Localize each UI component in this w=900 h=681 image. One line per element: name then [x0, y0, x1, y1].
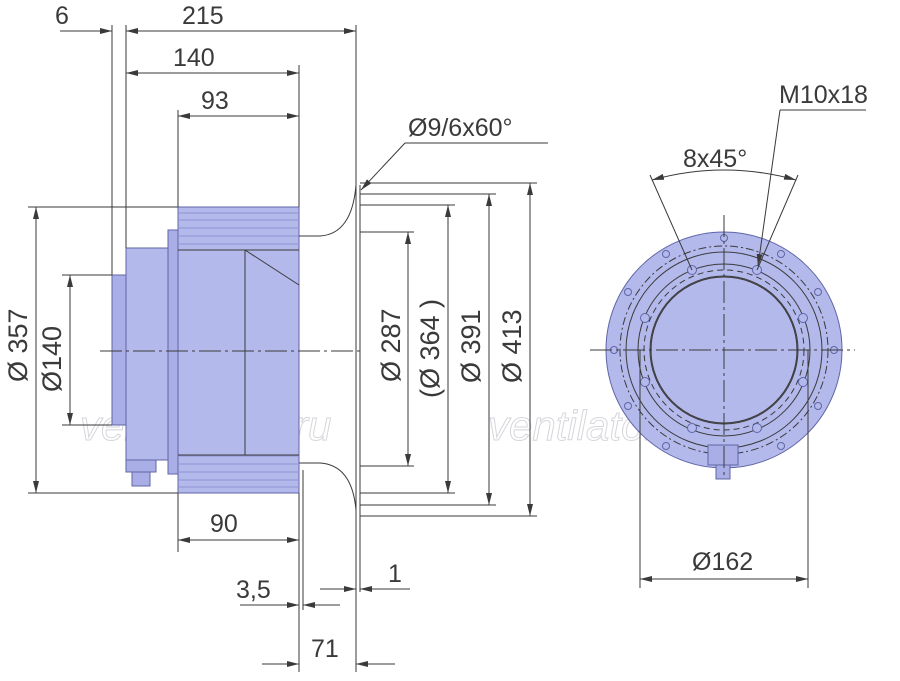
dia-391: Ø 391: [456, 309, 486, 383]
side-view: 6 215 140 93 90 3,5 1 71 Ø 357 Ø140 Ø 28…: [3, 2, 548, 672]
dim-6: 6: [55, 2, 69, 30]
dia-364: (Ø 364 ): [415, 299, 445, 398]
dia-357: Ø 357: [3, 308, 33, 382]
flange-plate: [167, 229, 179, 475]
dim-90: 90: [210, 510, 238, 538]
inlet-cone: [299, 184, 357, 511]
dim-140: 140: [173, 44, 215, 72]
blade-outline: [244, 249, 300, 456]
angle-arc: [651, 169, 797, 181]
angle-callout: 8x45°: [683, 145, 747, 173]
dia-287: Ø 287: [376, 308, 406, 382]
impeller-fins: [178, 212, 299, 488]
impeller-body: [177, 206, 300, 494]
front-connector-pin: [715, 464, 731, 480]
connector-pin: [131, 471, 151, 487]
front-connector: [707, 444, 739, 466]
connector: [125, 459, 157, 473]
hole-callout: Ø9/6x60°: [408, 114, 513, 142]
front-view: 8x45° M10x18 Ø162: [590, 81, 868, 588]
motor-body: [125, 247, 169, 461]
dia-162: Ø162: [692, 548, 753, 576]
thread-callout: M10x18: [779, 81, 868, 109]
dia-413: Ø 413: [497, 309, 527, 383]
dim-1: 1: [388, 560, 402, 588]
dim-71: 71: [311, 635, 339, 663]
dia-140: Ø140: [37, 326, 67, 392]
dim-215: 215: [182, 2, 224, 30]
dim-3-5: 3,5: [236, 576, 271, 604]
dim-93: 93: [201, 87, 229, 115]
motor-cap: [111, 274, 127, 426]
